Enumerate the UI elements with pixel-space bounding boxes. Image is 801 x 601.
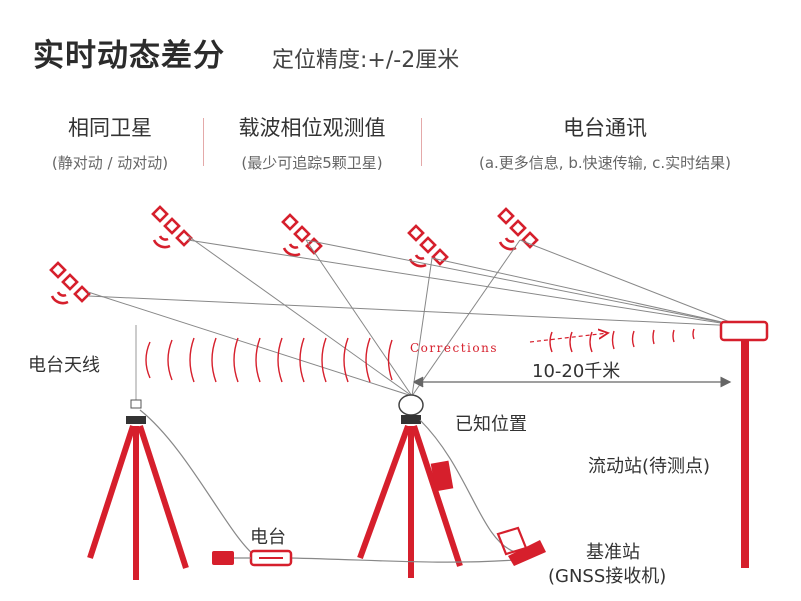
base-station-label: 基准站	[586, 542, 640, 563]
radio-waves	[145, 328, 695, 383]
satellite-icon	[49, 261, 91, 305]
satellite-icon	[151, 205, 193, 249]
rover-label: 流动站(待测点)	[588, 456, 711, 477]
distance-label: 10-20千米	[532, 361, 621, 382]
corrections-arrow	[529, 333, 608, 343]
feature-heading: 电台通讯	[563, 116, 647, 140]
divider	[203, 118, 204, 166]
divider	[421, 118, 422, 166]
feature-same-satellites: 相同卫星 (静对动 / 动对动)	[20, 112, 200, 173]
tripod-icon	[87, 325, 189, 580]
feature-radio-comm: 电台通讯 (a.更多信息, b.快速传输, c.实时结果)	[430, 112, 780, 173]
feature-carrier-phase: 载波相位观测值 (最少可追踪5颗卫星)	[212, 112, 412, 173]
radio-icon	[212, 549, 293, 567]
tripod-icon	[357, 394, 463, 578]
page-subtitle: 定位精度:+/-2厘米	[272, 48, 460, 73]
radio-antenna-label: 电台天线	[28, 355, 100, 376]
signal-lines	[87, 235, 741, 397]
feature-sub: (最少可追踪5颗卫星)	[241, 154, 383, 172]
feature-sub: (a.更多信息, b.快速传输, c.实时结果)	[478, 154, 732, 172]
feature-sub: (静对动 / 动对动)	[51, 154, 169, 172]
feature-heading: 载波相位观测值	[238, 116, 386, 140]
rover-pole-icon	[719, 320, 769, 568]
corrections-label: Corrections	[410, 341, 498, 355]
page-title: 实时动态差分	[33, 38, 225, 74]
satellite-icon	[281, 213, 323, 257]
radio-label: 电台	[250, 527, 286, 548]
known-position-label: 已知位置	[455, 414, 527, 435]
feature-heading: 相同卫星	[68, 116, 152, 140]
receiver-icon	[496, 526, 546, 566]
base-receiver-label: (GNSS接收机)	[548, 566, 667, 587]
